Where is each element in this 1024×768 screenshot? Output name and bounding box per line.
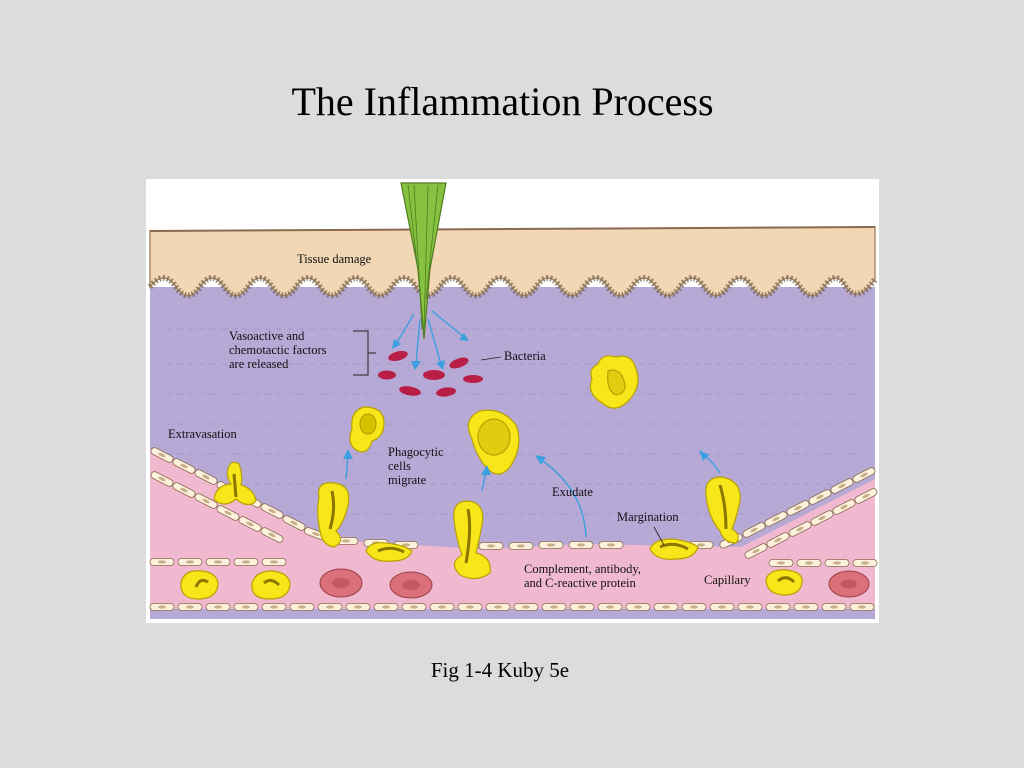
margination-pointer — [653, 526, 665, 546]
red-blood-cells — [319, 568, 870, 599]
label-phagocytic-line3: migrate — [388, 473, 427, 487]
tissue-layer — [149, 226, 876, 297]
label-margination: Margination — [617, 510, 679, 524]
diagram-canvas: Tissue damage Vasoactive and chemotactic… — [147, 182, 879, 619]
label-tissue-damage: Tissue damage — [297, 252, 372, 266]
bacteria-cluster — [378, 350, 483, 397]
label-vasoactive-line3: are released — [229, 357, 289, 371]
label-exudate: Exudate — [552, 485, 593, 499]
label-phagocytic-line1: Phagocytic — [388, 445, 444, 459]
factors-bracket — [353, 330, 376, 376]
chemotaxis-arrowheads-thorn — [392, 333, 469, 370]
slide-title: The Inflammation Process — [291, 79, 714, 124]
label-vasoactive-line1: Vasoactive and — [229, 329, 305, 343]
figure-caption: Fig 1-4 Kuby 5e — [430, 658, 570, 682]
thorn-veins — [407, 184, 439, 330]
label-vasoactive-line2: chemotactic factors — [229, 343, 327, 357]
inflammation-diagram: Tissue damage Vasoactive and chemotactic… — [146, 179, 879, 623]
bacteria-pointer — [480, 356, 502, 361]
phagocytes — [180, 355, 803, 600]
label-capillary: Capillary — [704, 573, 751, 587]
label-bacteria: Bacteria — [504, 349, 546, 363]
migration-arrowheads — [343, 449, 709, 475]
skin-surface — [149, 226, 876, 232]
label-phagocytic-line2: cells — [388, 459, 411, 473]
chemotaxis-arrows-thorn — [395, 310, 465, 365]
label-complement-line1: Complement, antibody, — [524, 562, 641, 576]
capillary-lumen — [150, 449, 875, 609]
tissue-fibres — [166, 328, 856, 515]
capillary — [149, 445, 879, 611]
label-complement-line2: and C-reactive protein — [524, 576, 637, 590]
label-extravasation: Extravasation — [168, 427, 237, 441]
